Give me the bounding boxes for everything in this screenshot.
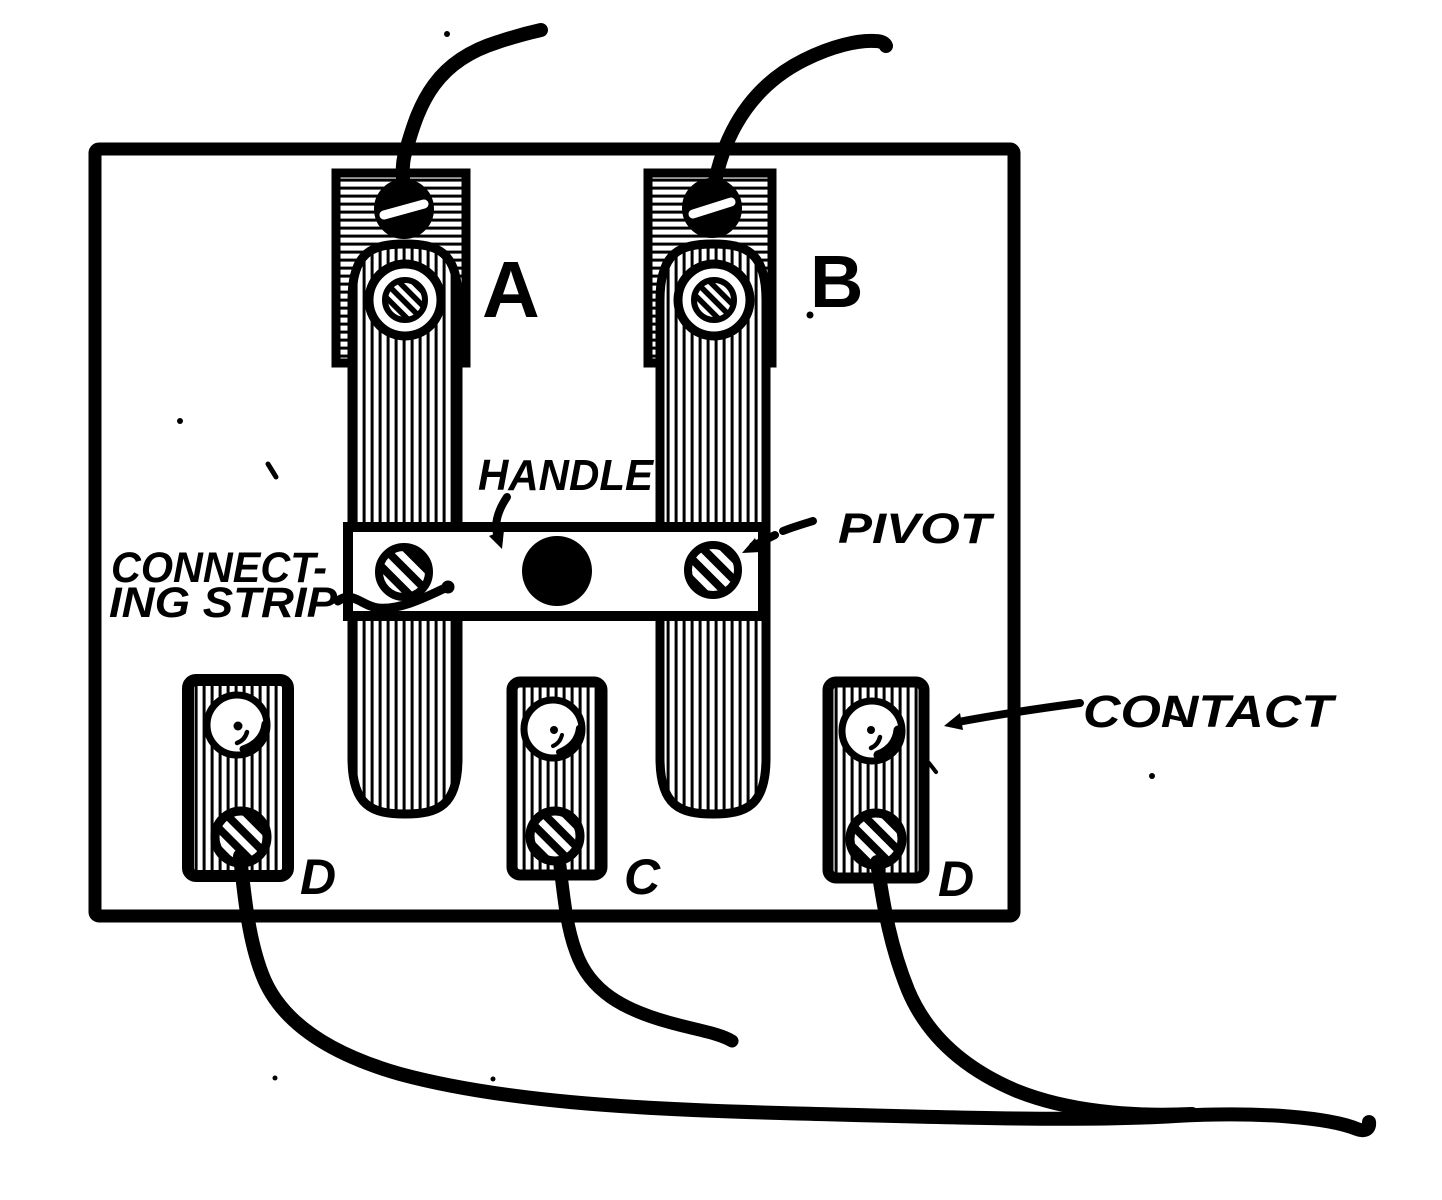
speck	[490, 1076, 496, 1082]
contact-center-shade-arc-small	[551, 733, 564, 748]
hinge-screw-b-head-icon	[691, 277, 737, 323]
contact-center-shade-arc	[556, 725, 582, 755]
wire-terminal-a	[395, 23, 548, 199]
speck-tick	[596, 762, 606, 773]
contact-right-center-dot	[867, 726, 875, 734]
contact-screw-center-icon	[525, 806, 585, 866]
speck-tick	[265, 461, 279, 480]
contact-left-center-dot	[233, 721, 243, 731]
label-contact: CONTACT	[1083, 686, 1337, 737]
strip-screw-left-icon	[375, 543, 433, 601]
handle-callout	[489, 493, 511, 549]
speck	[444, 31, 450, 37]
handle-arrowhead-icon	[489, 530, 504, 549]
label-contact-d-right: D	[938, 851, 974, 907]
connecting-strip-leader-tip	[441, 580, 455, 594]
label-handle: HANDLE	[478, 451, 655, 500]
contact-callout	[944, 699, 1084, 730]
wire-contact-c	[553, 859, 739, 1048]
connecting-strip-callout	[333, 580, 455, 613]
connecting-strip-leader-line	[333, 584, 448, 613]
label-contact-c: C	[624, 849, 661, 905]
wire-contact-d-left	[233, 849, 1377, 1138]
label-contact-d-left: D	[300, 849, 336, 905]
pivot-callout	[742, 517, 817, 553]
contact-block-left	[182, 674, 294, 882]
contact-block-right	[822, 676, 930, 884]
blade-assembly-b	[643, 168, 777, 819]
terminal-screw-a-slot	[379, 199, 429, 220]
blade-assembly-a	[331, 168, 471, 819]
contact-leader-line	[954, 699, 1084, 726]
label-blade-b: B	[810, 240, 863, 323]
label-connecting-strip-line1: CONNECT-	[111, 544, 327, 592]
handle-knob	[522, 536, 592, 606]
pivot-leader-dash	[779, 517, 817, 535]
contact-right-shade-arc	[873, 725, 903, 760]
speck	[177, 418, 183, 424]
pivot-arrowhead-icon	[742, 538, 761, 553]
speck-dash	[1169, 715, 1182, 721]
contact-right-shade-arc-small	[868, 734, 883, 751]
speck	[272, 1075, 278, 1081]
pivot-screw-icon	[684, 541, 742, 599]
wire-terminal-b	[706, 33, 893, 199]
hinge-screw-a-head-icon	[382, 277, 428, 323]
speck	[1149, 773, 1155, 779]
contact-arrowhead-icon	[944, 713, 963, 730]
speck	[806, 311, 814, 319]
contact-left-shade-arc-small	[234, 729, 250, 746]
label-pivot: PIVOT	[838, 505, 995, 553]
contact-left-shade-arc	[239, 720, 269, 753]
contact-block-center	[506, 676, 608, 881]
label-blade-a: A	[482, 245, 540, 334]
speck-tick	[927, 761, 938, 774]
wire-contact-d-right	[870, 855, 1199, 1122]
ink-specks	[177, 31, 1182, 1082]
contact-center-dot	[550, 726, 558, 734]
label-connecting-strip-line2: ING STRIP	[109, 579, 337, 627]
terminal-screw-b-slot	[688, 197, 736, 219]
